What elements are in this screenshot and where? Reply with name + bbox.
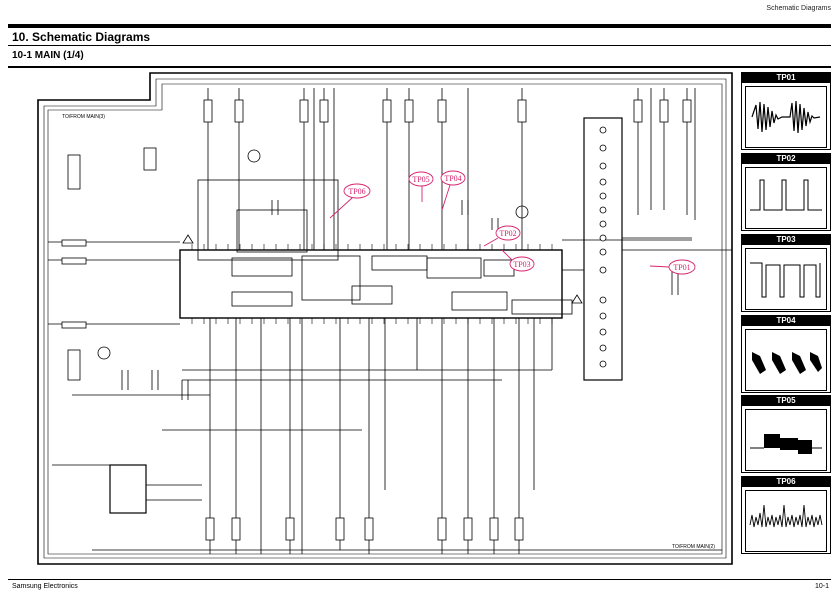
tp02-panel: TP02	[741, 153, 831, 231]
section-title: 10-1 MAIN (1/4)	[12, 50, 84, 61]
schematic-diagram: TO/FROM MAIN(3) TO/FROM MAIN(2) TP06 TP0…	[37, 72, 733, 565]
page-number: 10-1	[814, 583, 829, 590]
running-head: Schematic Diagrams	[766, 5, 831, 12]
tp04-label: TP04	[742, 316, 830, 326]
tp06-label: TP06	[742, 477, 830, 487]
tp01-label: TP01	[742, 73, 830, 83]
tp01-panel: TP01	[741, 72, 831, 150]
tp01-waveform	[745, 86, 827, 148]
tp05-panel: TP05	[741, 395, 831, 473]
tp06-panel: TP06	[741, 476, 831, 554]
marker-tp01: TP01	[673, 263, 690, 272]
tp04-panel: TP04	[741, 315, 831, 393]
tp04-waveform	[745, 329, 827, 391]
marker-tp06: TP06	[348, 187, 365, 196]
marker-tp02: TP02	[499, 229, 516, 238]
marker-tp04: TP04	[444, 174, 461, 183]
tp02-label: TP02	[742, 154, 830, 164]
tp06-waveform	[745, 490, 827, 552]
header-rule	[8, 24, 831, 28]
connector-top-label: TO/FROM MAIN(3)	[62, 114, 105, 120]
tp02-waveform	[745, 167, 827, 229]
connector-bottom-label: TO/FROM MAIN(2)	[672, 544, 715, 550]
tp05-label: TP05	[742, 396, 830, 406]
chapter-title: 10. Schematic Diagrams	[12, 30, 151, 44]
tp03-panel: TP03	[741, 234, 831, 312]
marker-tp05: TP05	[412, 175, 429, 184]
footer-rule	[8, 579, 831, 580]
marker-tp03: TP03	[513, 260, 530, 269]
tp03-label: TP03	[742, 235, 830, 245]
footer-brand: Samsung Electronics	[12, 583, 78, 590]
tp03-waveform	[745, 248, 827, 310]
section-rule	[8, 66, 831, 68]
chapter-rule	[8, 45, 831, 46]
tp05-waveform	[745, 409, 827, 471]
